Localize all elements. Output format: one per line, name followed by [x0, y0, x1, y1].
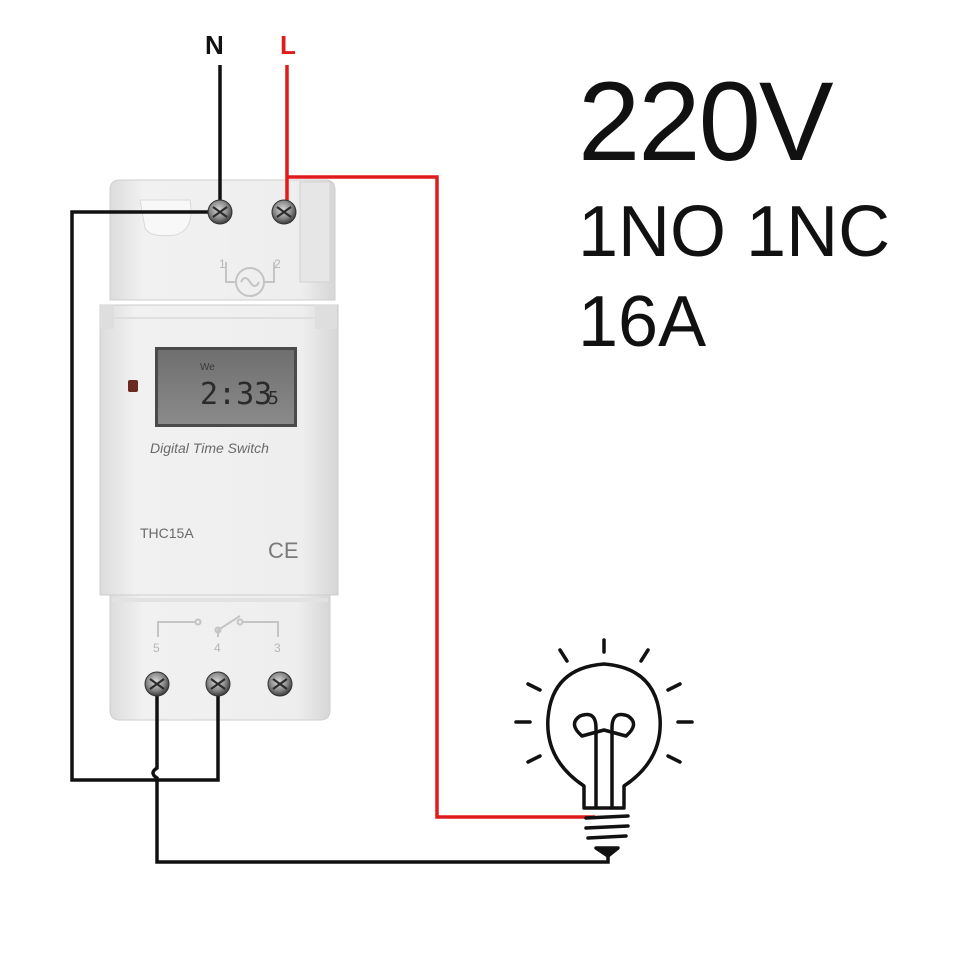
- screw-terminal-icon: [207, 199, 233, 225]
- relay-contact-symbol: [157, 615, 279, 637]
- live-wire: [285, 65, 595, 819]
- bottom-terminal-number-5: 5: [153, 641, 160, 655]
- lcd-seconds: 5: [268, 388, 279, 409]
- spec-contacts: 1NO 1NC: [578, 192, 891, 272]
- spec-voltage: 220V: [578, 59, 834, 184]
- lcd-display: We 2:33 5: [155, 347, 297, 427]
- ac-supply-symbol: [225, 262, 275, 297]
- bottom-terminal-number-4: 4: [214, 641, 221, 655]
- indicator-led: [128, 380, 138, 392]
- neutral-wire: [70, 65, 610, 864]
- live-terminal-label: L: [280, 30, 296, 60]
- lcd-day: We: [200, 362, 215, 373]
- device-model: THC15A: [140, 525, 194, 541]
- top-terminal-number-1: 1: [219, 257, 226, 271]
- screw-terminal-icon: [205, 671, 231, 697]
- neutral-terminal-label: N: [205, 30, 224, 60]
- screw-terminal-icon: [271, 199, 297, 225]
- top-terminal-number-2: 2: [274, 257, 281, 271]
- screw-terminal-icon: [144, 671, 170, 697]
- ce-mark: CE: [268, 538, 299, 563]
- light-bulb-icon: [514, 638, 694, 858]
- spec-current: 16A: [578, 282, 707, 362]
- bottom-terminal-number-3: 3: [274, 641, 281, 655]
- time-switch-device: 1 2 We 2:33 5 Digital Time Switch THC15A…: [99, 179, 339, 721]
- device-label: Digital Time Switch: [150, 440, 269, 456]
- lcd-time: 2:33: [200, 377, 272, 412]
- screw-terminal-icon: [267, 671, 293, 697]
